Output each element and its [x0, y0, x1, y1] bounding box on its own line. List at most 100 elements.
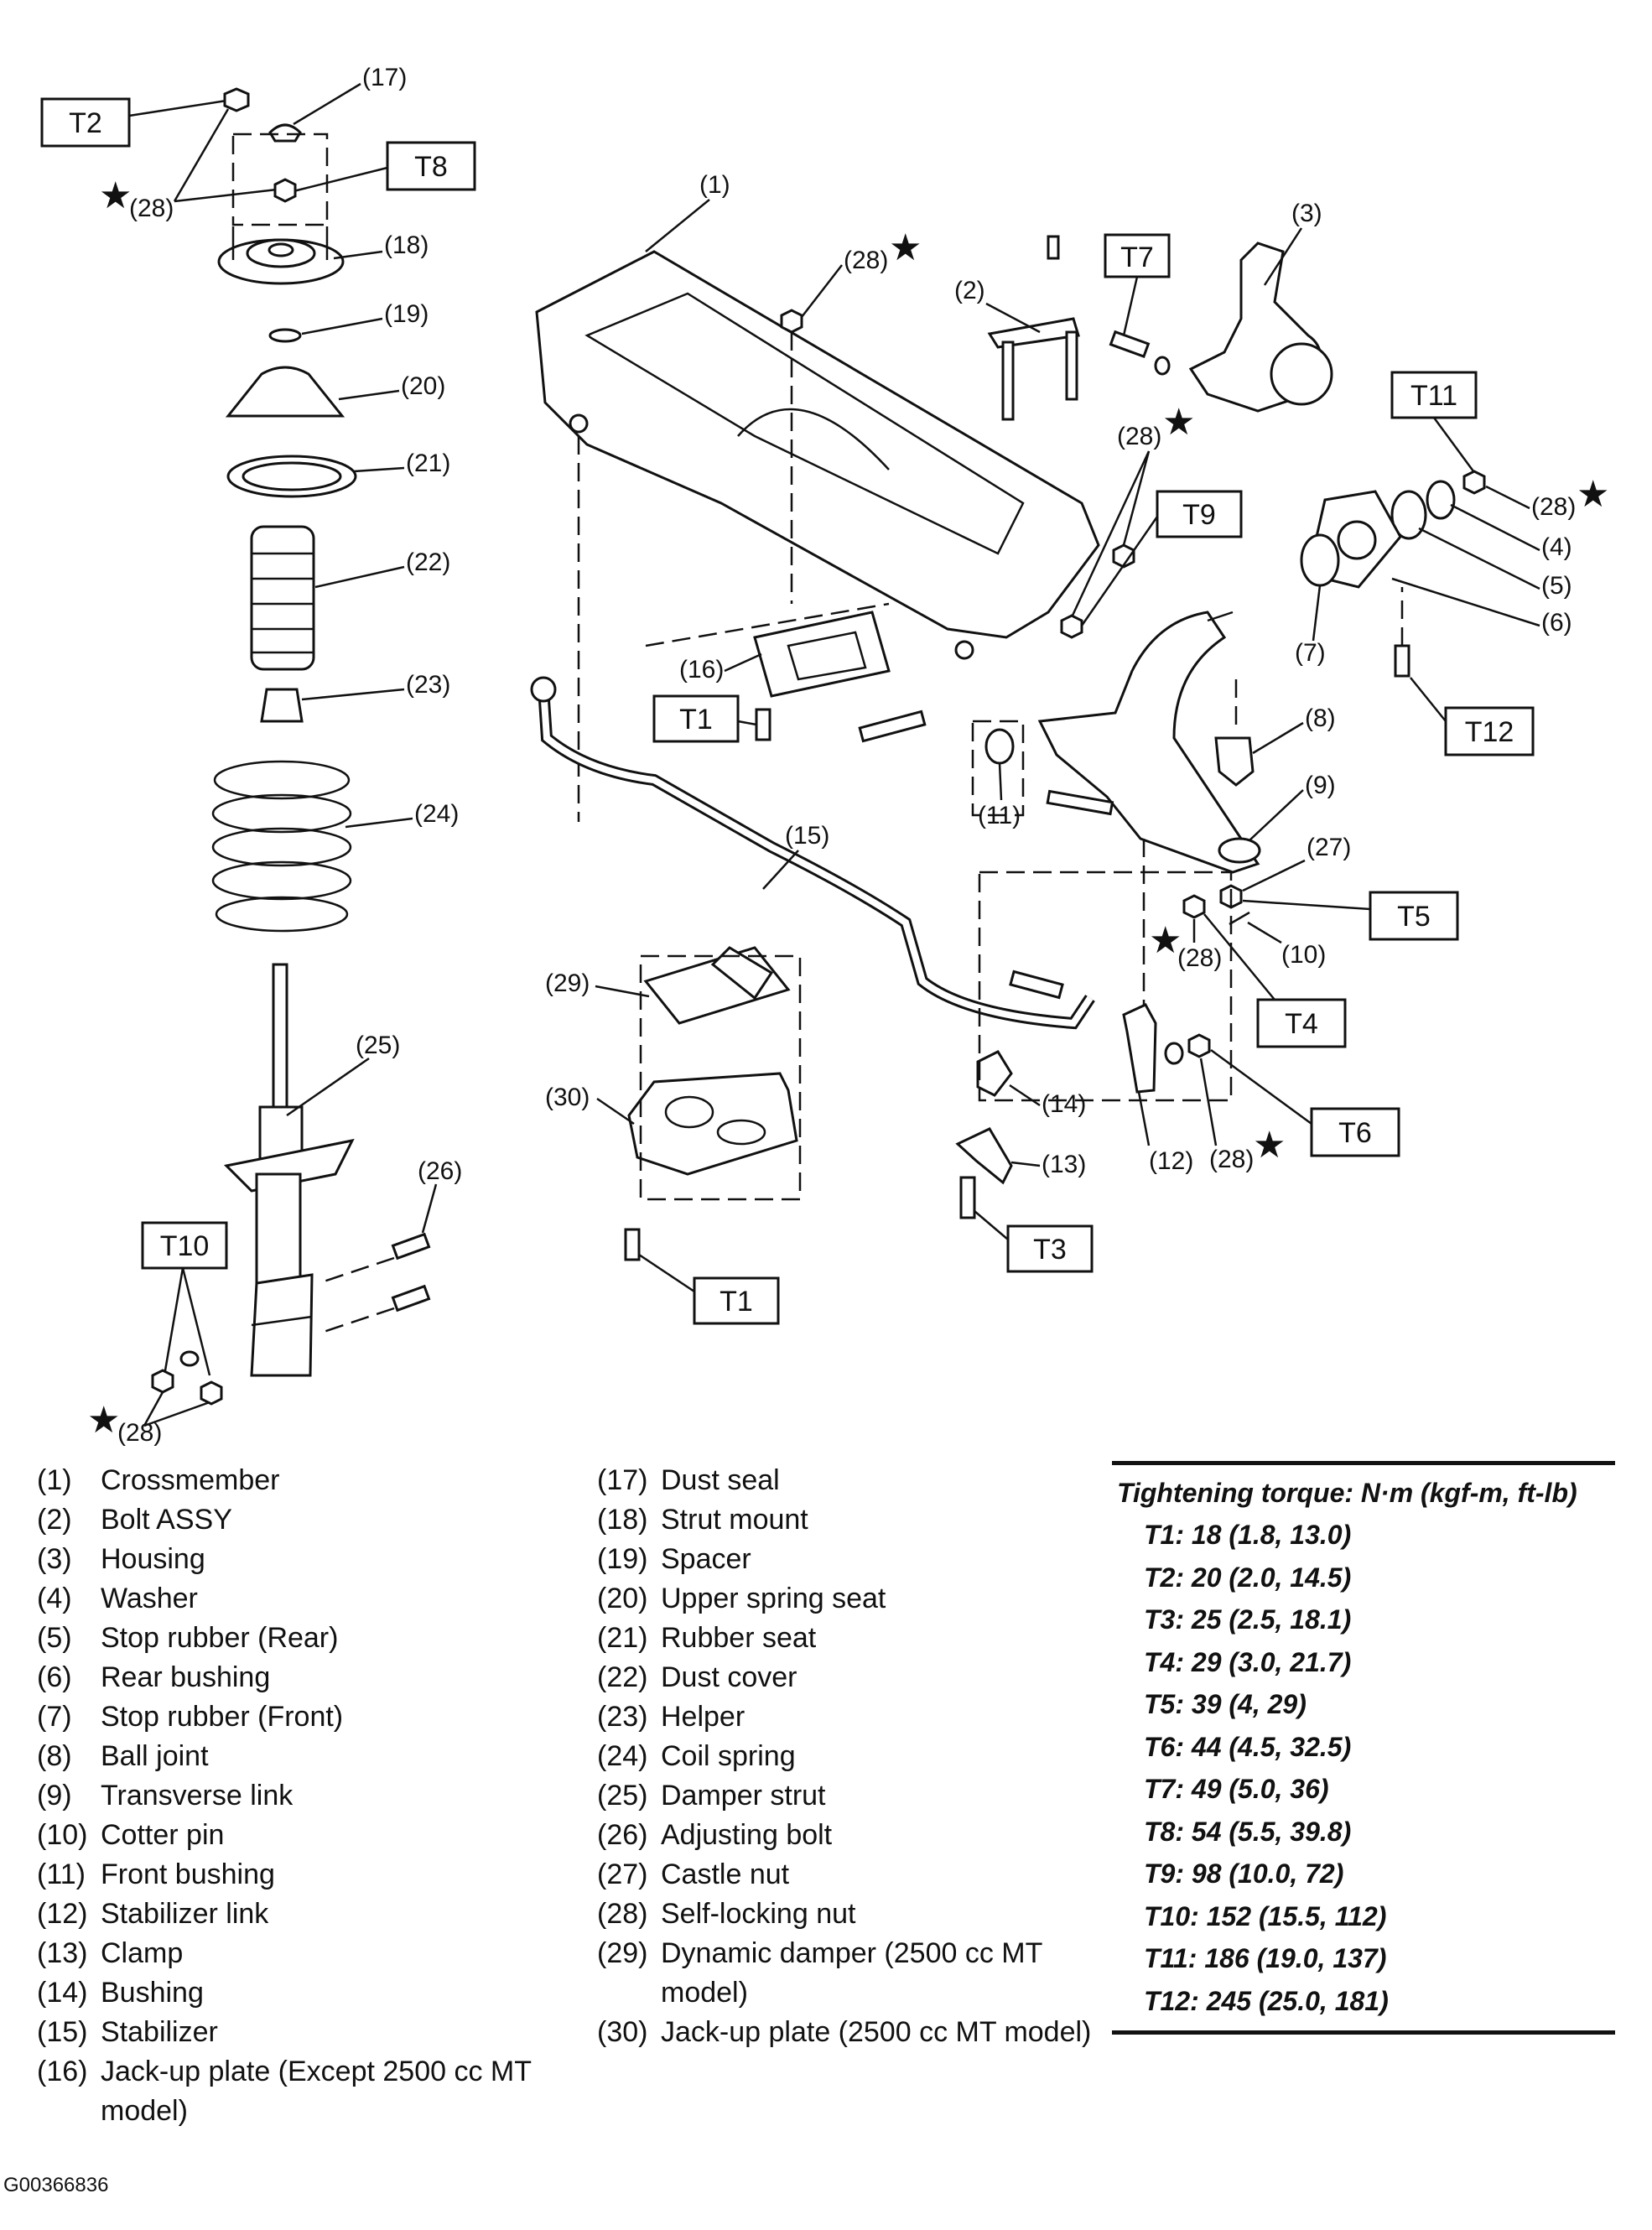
- jack-up-bolt-part: [755, 708, 771, 741]
- self-locking-nut-t9a: [1112, 543, 1135, 569]
- legend-item-number: (4): [37, 1583, 72, 1614]
- legend-item: (24)Coil spring: [597, 1737, 1100, 1776]
- torque-label-t9: T9: [1182, 499, 1216, 531]
- legend-item-number: (8): [37, 1740, 72, 1772]
- rear-bushing-group: T11 (28) ★ (4) (5) (6) (7) T12: [1295, 371, 1609, 756]
- self-locking-nut-t4: [1182, 894, 1206, 919]
- coil-spring-part: [211, 760, 352, 933]
- damper-strut-part: [223, 963, 355, 1377]
- clamp-bolt-part: [959, 1176, 976, 1219]
- callout-7: (7): [1295, 639, 1326, 667]
- legend-item-number: (17): [597, 1464, 648, 1496]
- torque-row: T12: 245 (25.0, 181): [1144, 1985, 1389, 2016]
- callout-1: (1): [699, 171, 730, 199]
- torque-box-t7: [1104, 233, 1171, 278]
- legend-item-label: Dust seal: [661, 1464, 780, 1496]
- legend-item: (25)Damper strut: [597, 1776, 1100, 1816]
- parts-legend-right: (17) Dust seal (18)Strut mount(19)Spacer (2…: [597, 1461, 1100, 2052]
- clamp-part: [955, 1127, 1013, 1185]
- leader-9: [1249, 789, 1304, 841]
- legend-item: (10)Cotter pin: [37, 1816, 557, 1855]
- legend-item-label: Damper strut: [661, 1780, 826, 1812]
- callout-19: (19): [384, 300, 429, 328]
- jack-up-plate-16-group: (16) T1: [645, 602, 927, 743]
- legend-item: (18)Strut mount: [597, 1500, 1100, 1540]
- leader-15: [762, 850, 799, 890]
- legend-item: (9)Transverse link: [37, 1776, 557, 1816]
- legend-item: (8)Ball joint: [37, 1737, 557, 1776]
- leader-4: [1450, 503, 1540, 552]
- stabilizer-link-bolt-part: [1009, 969, 1064, 1000]
- front-bushing-part: [984, 728, 1015, 765]
- rear-bolt-part: [1394, 644, 1410, 678]
- leader-20: [338, 389, 400, 401]
- t9-group: (28) ★ T9: [1060, 401, 1243, 639]
- transverse-link-part: [1037, 611, 1260, 874]
- legend-item: (26)Adjusting bolt: [597, 1816, 1100, 1855]
- leader-8: [1252, 721, 1304, 755]
- leader-1: [645, 199, 710, 252]
- legend-item-number: (21): [597, 1622, 648, 1654]
- dynamic-damper-group: (29): [545, 946, 791, 1025]
- torque-row: T1: 18 (1.8, 13.0): [1144, 1520, 1352, 1550]
- leader-t3: [974, 1210, 1009, 1240]
- torque-row: T11: 186 (19.0, 137): [1144, 1943, 1387, 1973]
- leader-5: [1418, 527, 1540, 590]
- link-bolt-part: [1046, 789, 1114, 816]
- leader-22: [314, 565, 405, 589]
- legend-item: (11)Front bushing: [37, 1855, 557, 1895]
- callout-3: (3): [1291, 200, 1322, 227]
- torque-box-t10: [141, 1221, 228, 1270]
- legend-item: (19)Spacer: [597, 1540, 1100, 1579]
- legend-item: (1)Crossmember: [37, 1461, 557, 1500]
- leader-23: [301, 688, 405, 701]
- callout-23: (23): [406, 671, 450, 699]
- legend-item: (5)Stop rubber (Rear): [37, 1619, 557, 1658]
- legend-item-label: Bolt ASSY: [101, 1504, 232, 1536]
- legend-item-number: (1): [37, 1464, 72, 1496]
- torque-row: T5: 39 (4, 29): [1144, 1689, 1307, 1719]
- legend-item: (23)Helper: [597, 1697, 1100, 1737]
- torque-row: T3: 25 (2.5, 18.1): [1144, 1604, 1352, 1635]
- legend-item-label: Stop rubber (Rear): [101, 1622, 339, 1654]
- legend-item-label: Jack-up plate (Except 2500 cc MT model): [101, 2056, 532, 2127]
- self-locking-nut-strut-a: [151, 1369, 174, 1394]
- torque-label-t7: T7: [1120, 242, 1154, 273]
- legend-item-number: (19): [597, 1543, 648, 1575]
- legend-item-number: (22): [597, 1661, 648, 1693]
- torque-box-t6: [1310, 1107, 1400, 1157]
- legend-item-label: Washer: [101, 1583, 198, 1614]
- leader-t12: [1410, 677, 1447, 722]
- stabilizer-group: (15): [530, 676, 1095, 1030]
- torque-row: T9: 98 (10.0, 72): [1144, 1858, 1344, 1889]
- leader-t6: [1210, 1048, 1312, 1125]
- leader-28a: [173, 108, 230, 202]
- legend-item-label: Helper: [661, 1701, 745, 1733]
- leader-27: [1242, 859, 1306, 892]
- long-bolt-part: [858, 710, 927, 743]
- callout-24: (24): [414, 800, 459, 828]
- torque-row: T2: 20 (2.0, 14.5): [1144, 1562, 1352, 1593]
- legend-item-label: Adjusting bolt: [661, 1819, 833, 1851]
- callout-6: (6): [1541, 609, 1572, 637]
- leader-7: [1312, 585, 1322, 642]
- legend-item-label: Rubber seat: [661, 1622, 817, 1654]
- torque-label-t10: T10: [160, 1230, 210, 1262]
- cotter-pin-part: [1229, 911, 1250, 926]
- torque-label-t6: T6: [1338, 1117, 1372, 1149]
- leader-26: [421, 1183, 438, 1234]
- legend-item: (14)Bushing: [37, 1973, 557, 2013]
- callout-28-t6: (28): [1209, 1146, 1254, 1173]
- legend-item-number: (15): [37, 2016, 88, 2048]
- legend-item: (2)Bolt ASSY: [37, 1500, 557, 1540]
- link-washer-part: [1164, 1042, 1184, 1065]
- leader-t9: [1080, 516, 1159, 626]
- ball-joint-part: [1214, 736, 1255, 787]
- torque-box-t12: [1444, 706, 1535, 756]
- callout-28-rear: (28): [1531, 493, 1576, 521]
- legend-item-label: Self-locking nut: [661, 1898, 856, 1930]
- leader-14: [1009, 1084, 1041, 1107]
- legend-item-label: Rear bushing: [101, 1661, 271, 1693]
- torque-table: Tightening torque: N·m (kgf-m, ft-lb) T1…: [1112, 1461, 1615, 2035]
- figure-code: G00366836: [3, 2174, 109, 2196]
